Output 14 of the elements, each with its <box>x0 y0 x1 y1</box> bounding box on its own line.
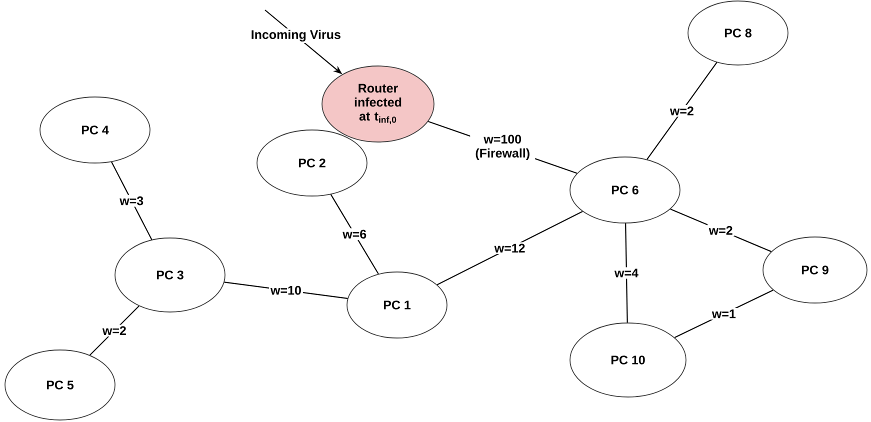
connector-line <box>646 62 718 160</box>
edge-label: w=100 (Firewall) <box>470 133 536 162</box>
edge-label: w=2 <box>100 324 128 336</box>
edge-label: Incoming Virus <box>249 28 342 44</box>
edge-label: w=2 <box>707 224 734 236</box>
edge-label: w=1 <box>710 308 738 320</box>
edge-label: w=10 <box>269 284 303 296</box>
edge-label: w=2 <box>668 105 696 117</box>
connector-line <box>625 223 628 323</box>
edge-label: w=4 <box>612 267 640 279</box>
edge-label: w=12 <box>492 242 527 254</box>
connector-line <box>111 162 152 240</box>
edge-label: w=6 <box>341 228 368 240</box>
edge-label: w=3 <box>118 194 146 207</box>
